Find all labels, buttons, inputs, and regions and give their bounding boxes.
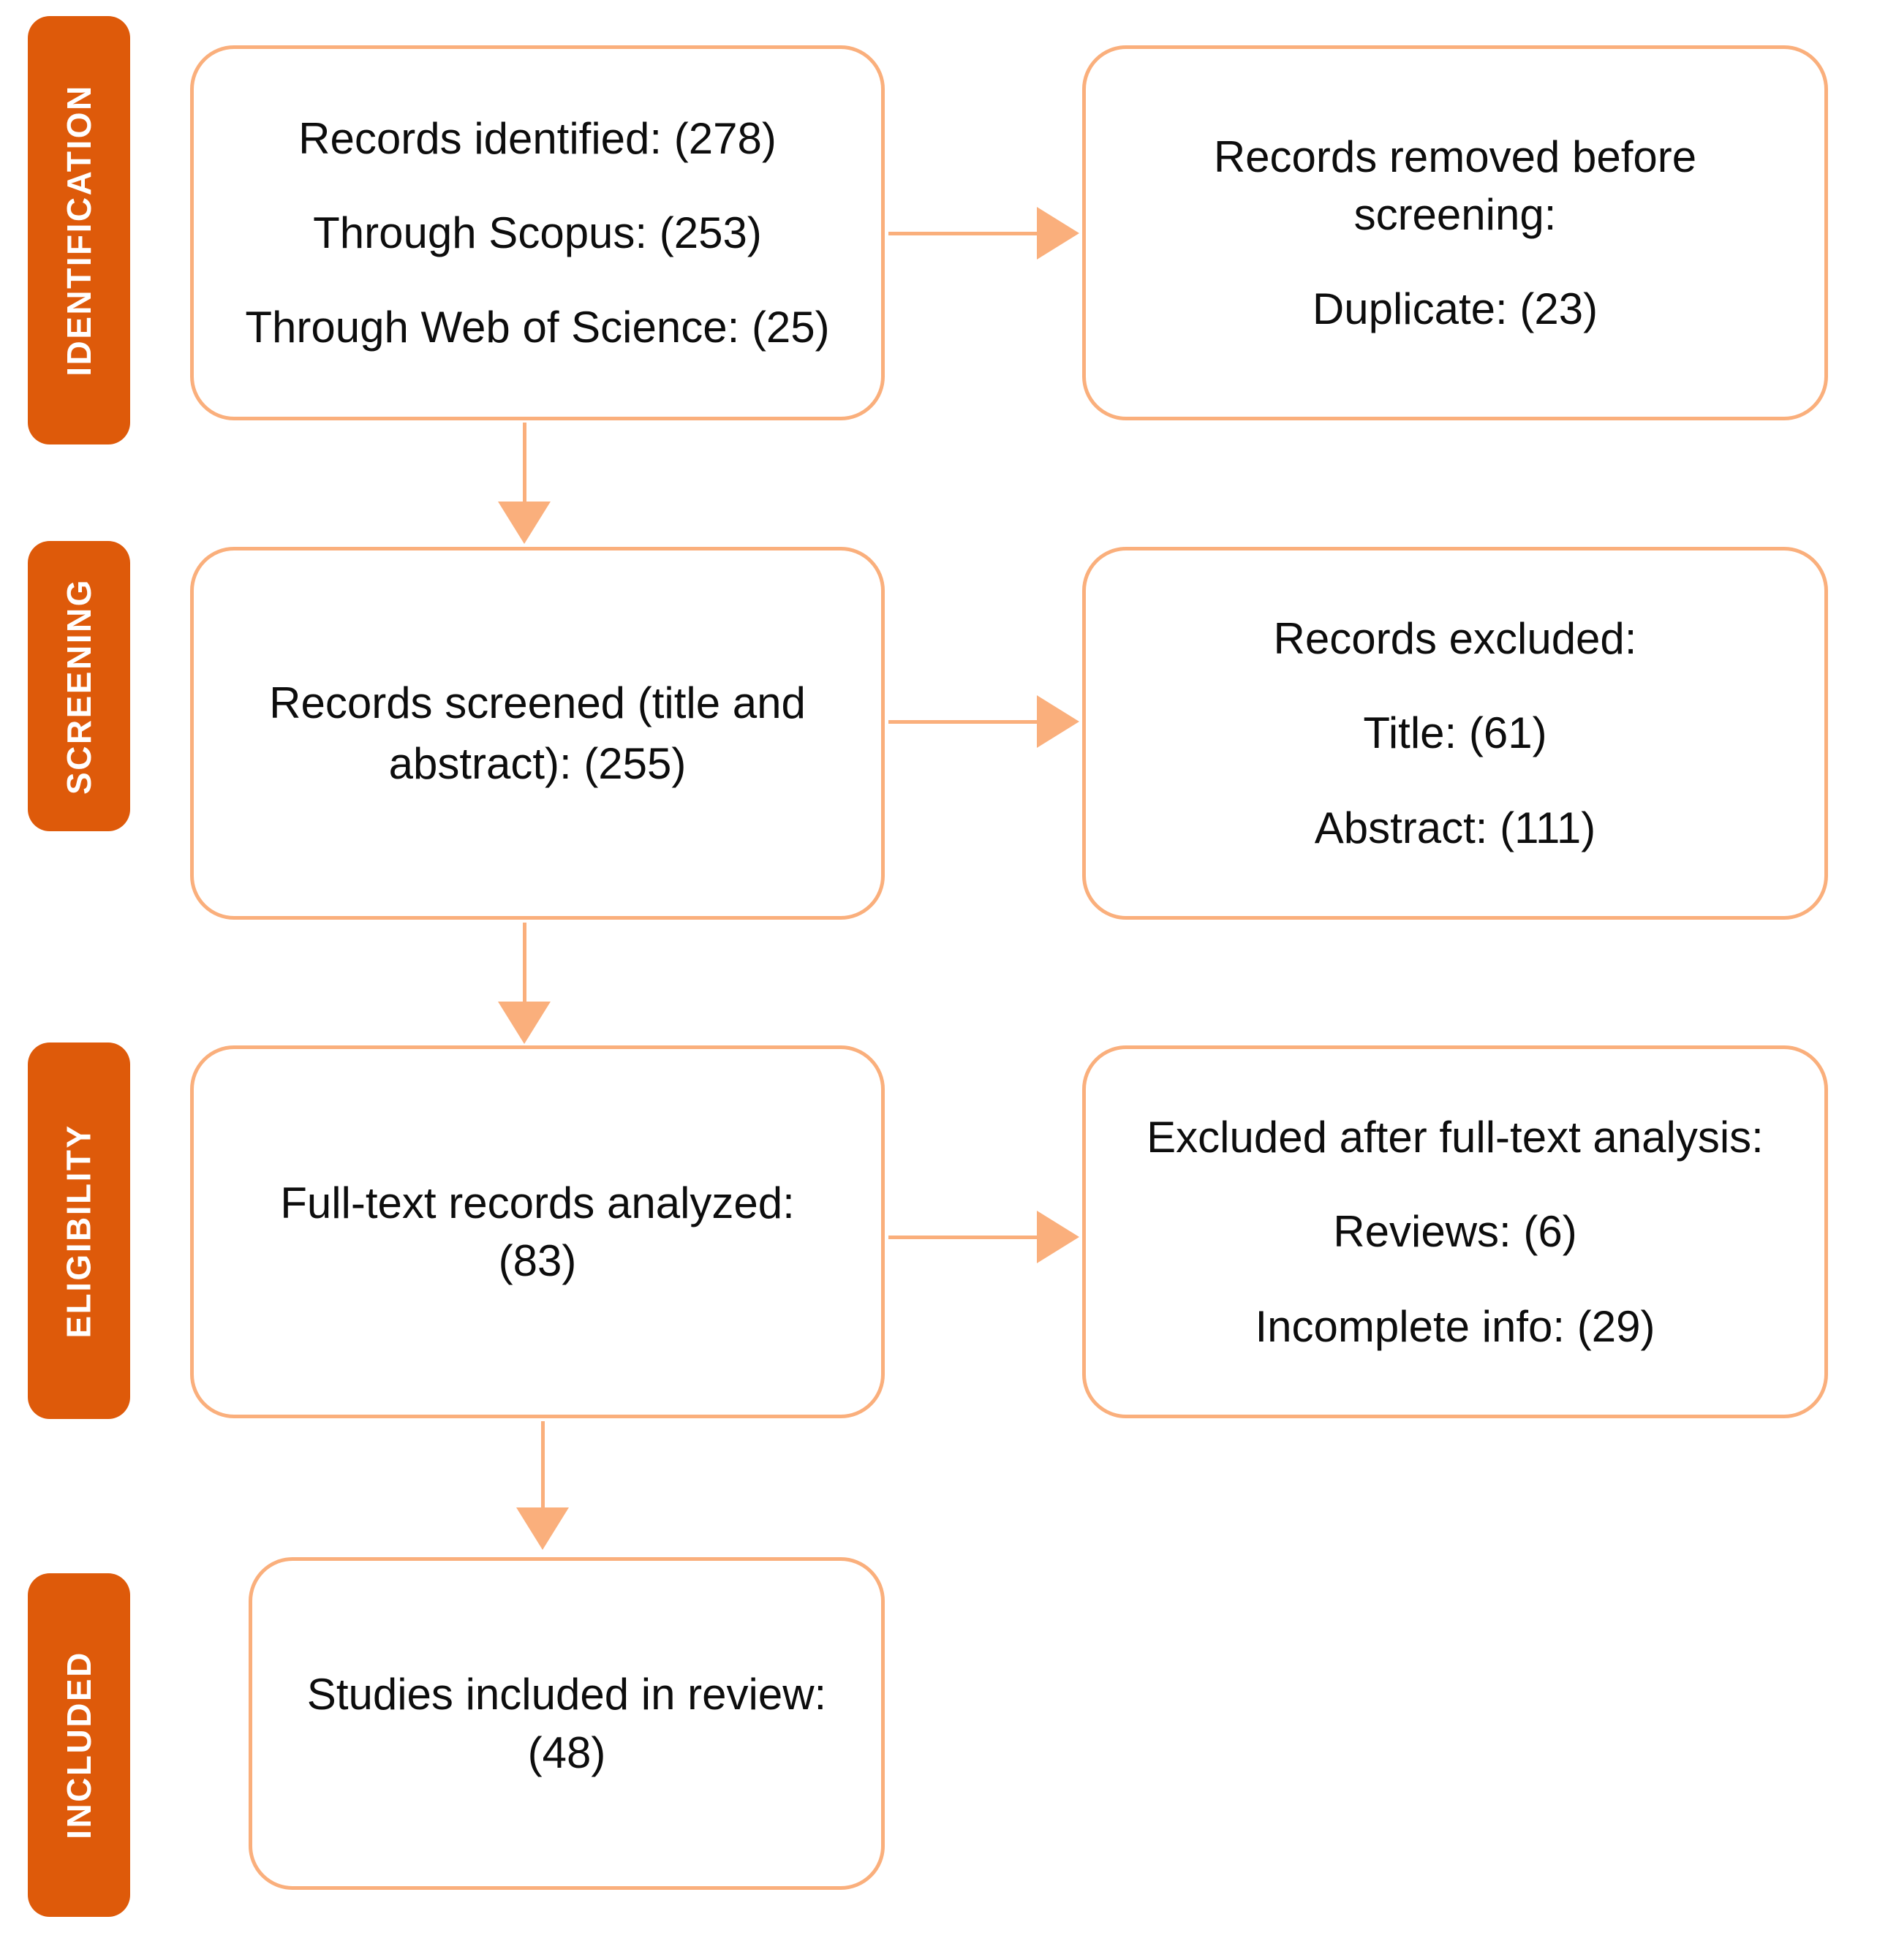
box-fulltext-analyzed-line-2: (83) xyxy=(498,1236,577,1285)
stage-label-identification-text: IDENTIFICATION xyxy=(60,84,99,377)
stage-label-screening: SCREENING xyxy=(28,541,130,831)
box-fulltext-analyzed: Full-text records analyzed: (83) xyxy=(190,1045,885,1418)
arrow-fulltext-to-excluded-head xyxy=(1037,1211,1079,1263)
arrow-screened-to-fulltext-head xyxy=(498,1002,551,1044)
box-records-identified: Records identified: (278) Through Scopus… xyxy=(190,45,885,420)
box-records-screened: Records screened (title and abstract): (… xyxy=(190,547,885,920)
stage-label-identification: IDENTIFICATION xyxy=(28,16,130,444)
box-records-identified-line-1: Records identified: (278) xyxy=(298,113,777,163)
stage-label-screening-text: SCREENING xyxy=(60,578,99,795)
box-records-excluded-line-1: Records excluded: xyxy=(1273,614,1637,664)
box-fulltext-analyzed-line-1: Full-text records analyzed: xyxy=(280,1178,795,1227)
box-excluded-after-fulltext-line-1: Excluded after full-text analysis: xyxy=(1147,1113,1764,1162)
box-records-removed-line-3: Duplicate: (23) xyxy=(1312,284,1598,334)
arrow-fulltext-to-included-head xyxy=(516,1507,569,1550)
arrow-identified-to-screened-shaft xyxy=(523,423,526,503)
box-records-removed-line-1: Records removed before xyxy=(1213,132,1697,181)
box-studies-included: Studies included in review: (48) xyxy=(249,1557,885,1890)
stage-label-included-text: INCLUDED xyxy=(60,1651,99,1839)
stage-label-eligibility-text: ELIGIBILITY xyxy=(60,1123,98,1339)
box-records-screened-line-1: Records screened (title and xyxy=(269,678,806,727)
box-records-excluded-line-3: Abstract: (111) xyxy=(1314,803,1596,852)
arrow-screened-to-excluded-head xyxy=(1037,695,1079,748)
box-records-excluded-line-2: Title: (61) xyxy=(1363,708,1547,758)
arrow-fulltext-to-included-shaft xyxy=(541,1421,545,1509)
stage-label-included: INCLUDED xyxy=(28,1573,130,1917)
arrow-screened-to-fulltext-shaft xyxy=(523,923,526,1003)
arrow-screened-to-excluded-shaft xyxy=(888,720,1038,724)
box-records-removed-line-2: screening: xyxy=(1353,189,1557,239)
box-studies-included-line-2: (48) xyxy=(527,1728,606,1777)
box-excluded-after-fulltext-line-3: Incomplete info: (29) xyxy=(1255,1301,1655,1351)
box-records-excluded: Records excluded: Title: (61) Abstract: … xyxy=(1082,547,1828,920)
box-records-removed-before-screening: Records removed before screening: Duplic… xyxy=(1082,45,1828,420)
box-records-screened-line-2: abstract): (255) xyxy=(388,739,687,788)
arrow-identified-to-removed-shaft xyxy=(888,232,1038,235)
box-records-identified-line-2: Through Scopus: (253) xyxy=(313,208,762,257)
box-studies-included-line-1: Studies included in review: xyxy=(306,1670,827,1719)
arrow-identified-to-screened-head xyxy=(498,502,551,544)
arrow-identified-to-removed-head xyxy=(1037,207,1079,260)
box-excluded-after-fulltext: Excluded after full-text analysis: Revie… xyxy=(1082,1045,1828,1418)
arrow-fulltext-to-excluded-shaft xyxy=(888,1236,1038,1239)
box-records-identified-line-3: Through Web of Science: (25) xyxy=(245,303,830,352)
box-excluded-after-fulltext-line-2: Reviews: (6) xyxy=(1333,1207,1577,1257)
stage-label-eligibility: ELIGIBILITY xyxy=(28,1043,130,1419)
